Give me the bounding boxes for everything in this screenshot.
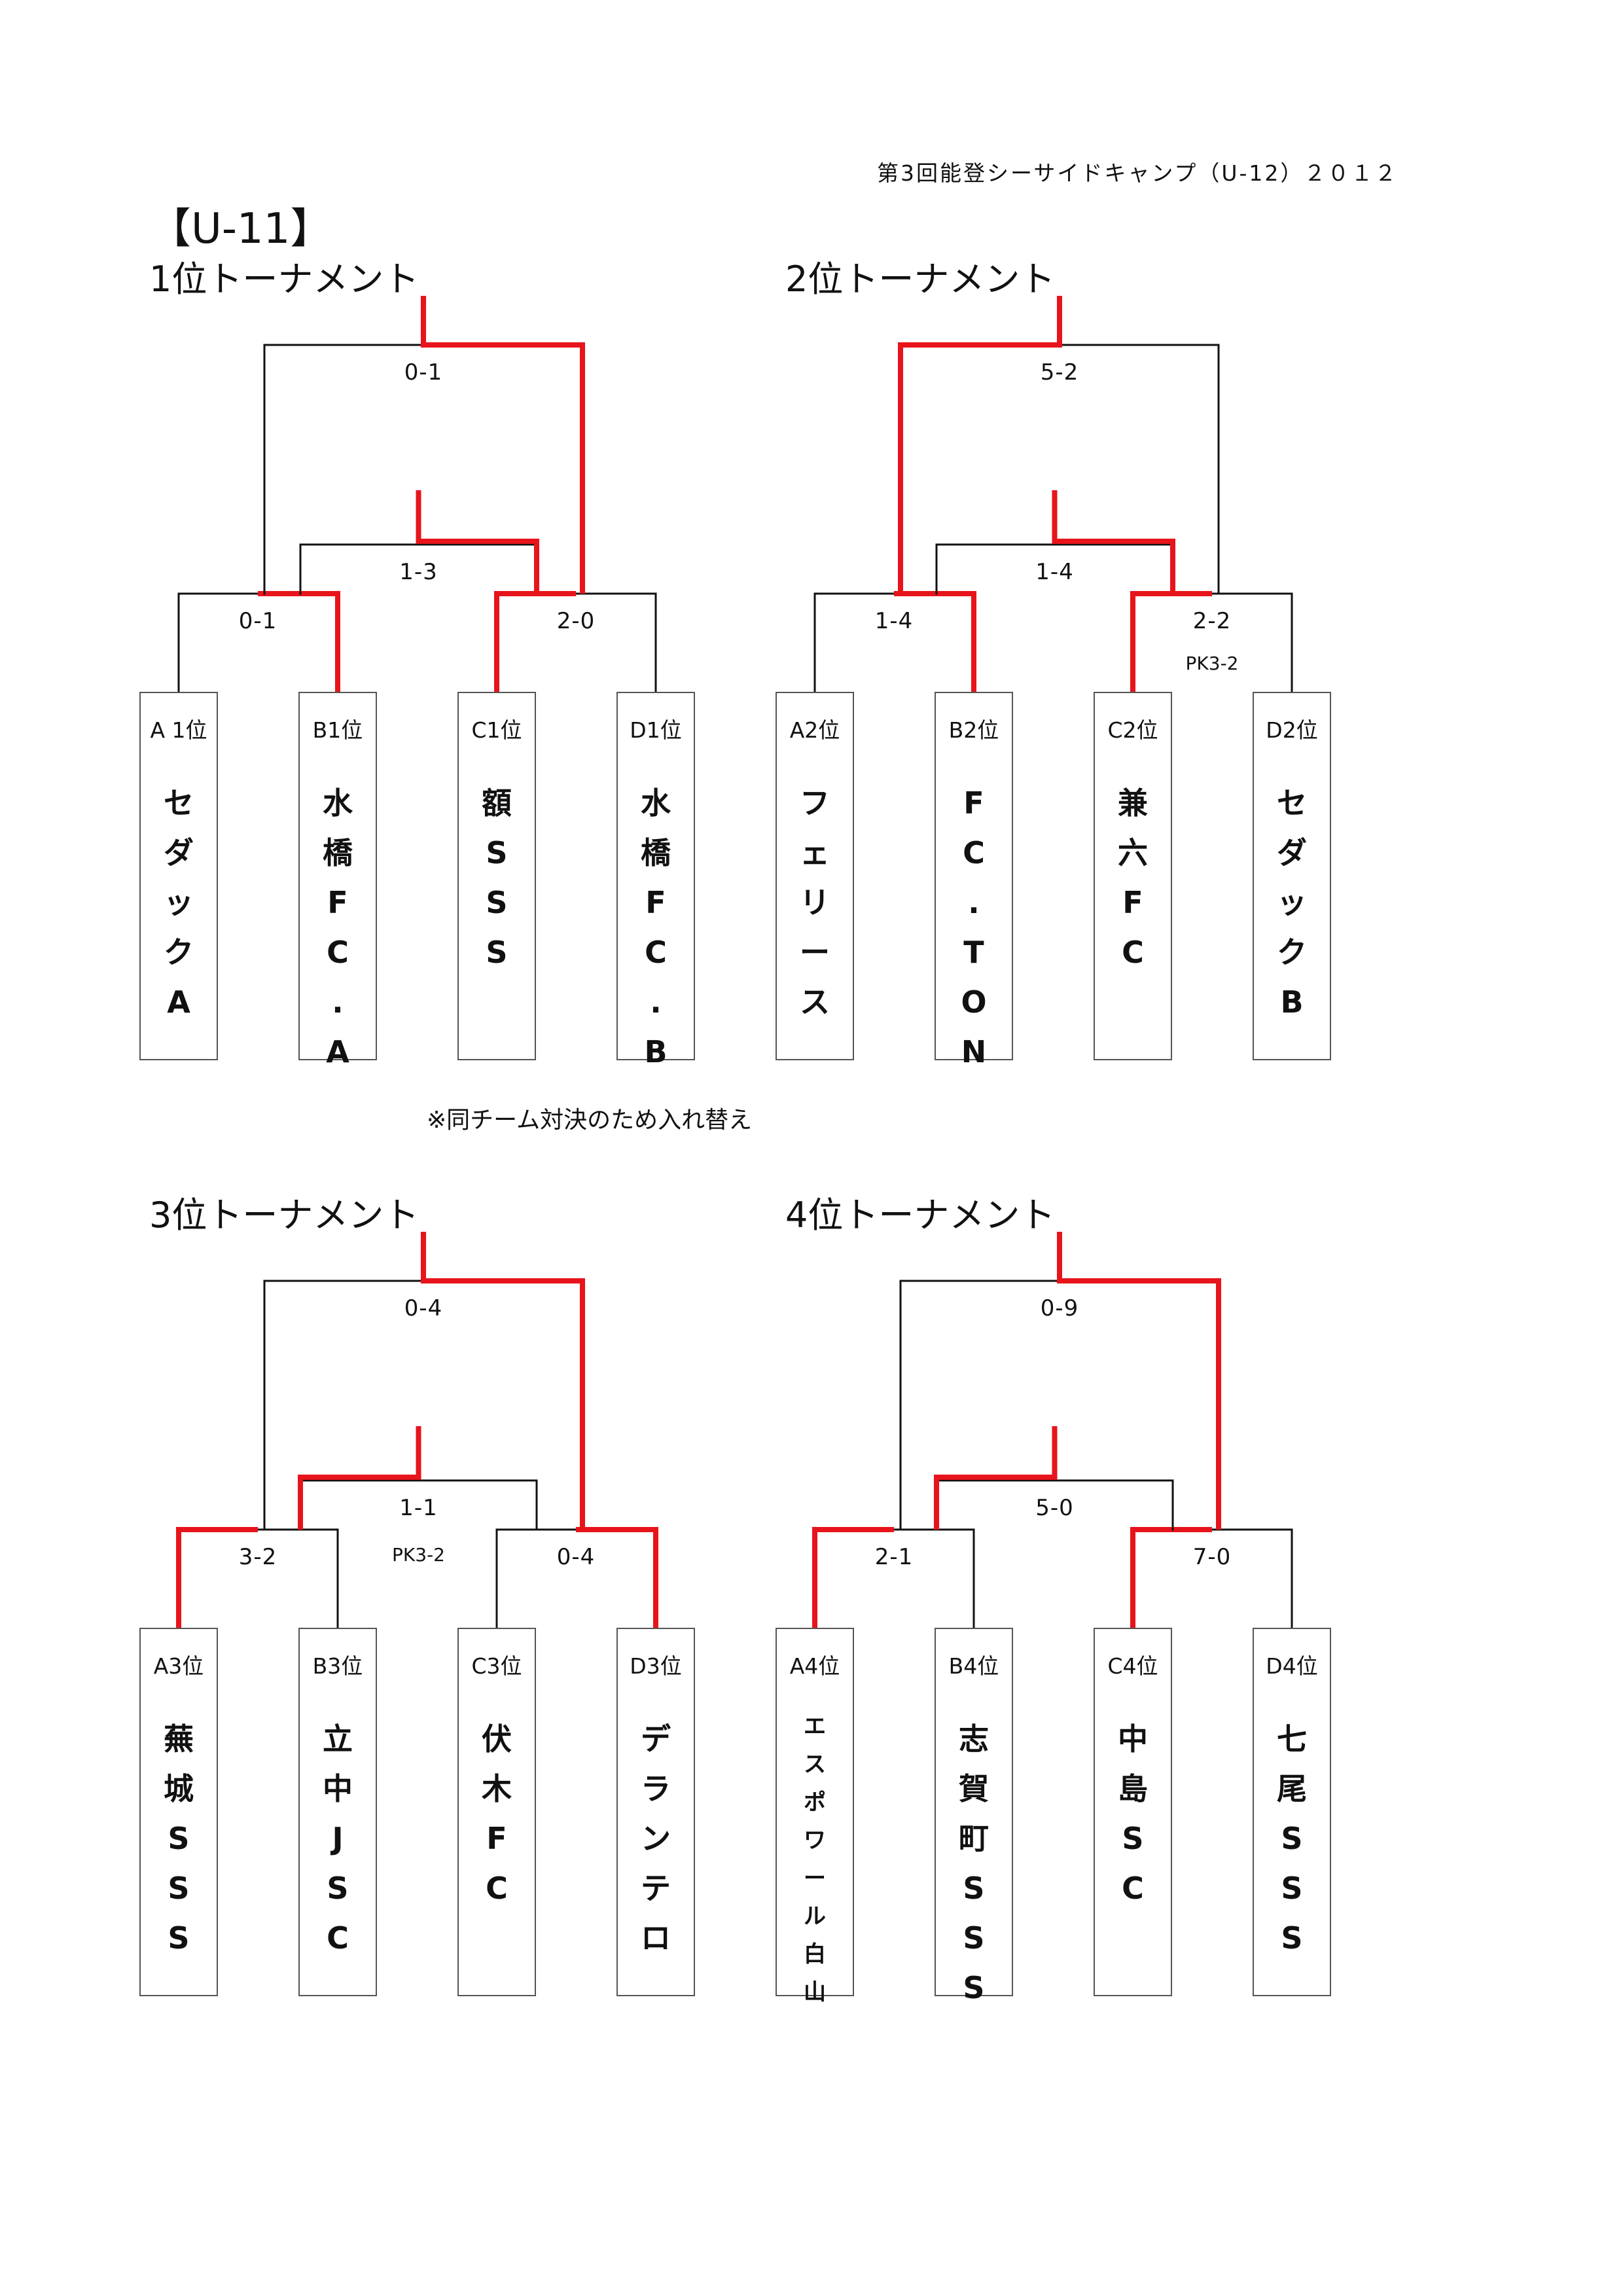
team-name: 水 橋 F C . B — [641, 785, 671, 1069]
bracket-lines — [813, 296, 1293, 693]
final-score: 0-9 — [1040, 1295, 1079, 1321]
team-name: セ ダ ッ ク A — [164, 785, 194, 1020]
team-seed: D1位 — [630, 717, 682, 743]
team-name: 立 中 J S C — [323, 1721, 353, 1956]
team-seed: C1位 — [471, 717, 522, 743]
final-winner-line — [898, 296, 1062, 594]
category-title: 【U-11】 — [149, 205, 332, 253]
bracket-1st-place: 1位トーナメント 0-1 2-0 0-1 1-3 A 1位セ ダ ッ ク A B1位水 橋 … — [139, 250, 830, 1094]
bracket-title: 2位トーナメント — [785, 259, 1056, 300]
team-seed: A4位 — [789, 1653, 840, 1679]
semi-winner-line — [576, 1527, 658, 1628]
team-seed: B3位 — [312, 1653, 363, 1679]
team-box: B4位志 賀 町 S S S — [935, 1628, 1013, 2005]
team-box: D2位セ ダ ッ ク B — [1253, 692, 1331, 1060]
semi-winner-line — [894, 591, 976, 692]
bracket-lines — [177, 296, 657, 693]
team-seed: C2位 — [1107, 717, 1158, 743]
team-name: 志 賀 町 S S S — [959, 1721, 989, 2005]
team-box: D3位デ ラ ン テ ロ — [616, 1628, 695, 1996]
semi-score: 2-1 — [874, 1544, 914, 1570]
team-name: フ ェ リ ー ス — [800, 785, 830, 1020]
third-place-score: 1-3 — [399, 559, 438, 585]
team-box: C1位額 S S S — [457, 692, 536, 1060]
final-winner-line — [1057, 1232, 1221, 1530]
semi-score: 1-4 — [874, 608, 914, 634]
semi-score: 3-2 — [238, 1544, 277, 1570]
semi-winner-line — [176, 1527, 258, 1628]
final-winner-line — [421, 296, 585, 594]
semi-winner-line — [812, 1527, 894, 1628]
team-box: C2位兼 六 F C — [1094, 692, 1172, 1060]
document-header: 第3回能登シーサイドキャンプ（U-12）２０１２ — [877, 160, 1399, 186]
team-name: 七 尾 S S S — [1277, 1721, 1307, 1956]
semi-winner-line — [258, 591, 340, 692]
final-score: 5-2 — [1040, 359, 1079, 386]
third-place-pk: PK3-2 — [392, 1544, 445, 1566]
bracket-title: 1位トーナメント — [149, 259, 419, 300]
team-seed: D4位 — [1266, 1653, 1318, 1679]
team-name: F C . T O N — [961, 785, 987, 1069]
semi-score: 7-0 — [1192, 1544, 1232, 1570]
team-seed: C4位 — [1107, 1653, 1158, 1679]
team-name: 額 S S S — [482, 785, 512, 970]
team-name: 兼 六 F C — [1118, 785, 1148, 970]
team-seed: B4位 — [948, 1653, 999, 1679]
swap-note: ※同チーム対決のため入れ替え — [427, 1107, 753, 1134]
third-place-score: 5-0 — [1035, 1495, 1074, 1521]
semi-score: 2-2 — [1192, 608, 1232, 634]
semi-score: 2-0 — [556, 608, 596, 634]
third-place-score: 1-4 — [1035, 559, 1074, 585]
semi-winner-line — [494, 591, 576, 692]
team-name: 中 島 S C — [1118, 1721, 1148, 1906]
team-seed: C3位 — [471, 1653, 522, 1679]
third-place-winner-line — [934, 1426, 1058, 1530]
team-seed: B1位 — [312, 717, 363, 743]
team-box: A4位エ ス ポ ワ ー ル 白 山 — [776, 1628, 854, 2005]
team-box: A 1位セ ダ ッ ク A — [139, 692, 218, 1060]
team-box: D1位水 橋 F C . B — [616, 692, 695, 1069]
team-name: 伏 木 F C — [482, 1721, 512, 1906]
team-seed: D2位 — [1266, 717, 1318, 743]
team-name: デ ラ ン テ ロ — [641, 1721, 671, 1956]
bracket-lines — [812, 1232, 1293, 1629]
team-name: セ ダ ッ ク B — [1277, 785, 1307, 1020]
team-box: B2位 F C . T O N — [935, 692, 1013, 1069]
team-box: C4位中 島 S C — [1094, 1628, 1172, 1996]
semi-pk: PK3-2 — [1185, 653, 1239, 674]
team-seed: B2位 — [948, 717, 999, 743]
bracket-title: 3位トーナメント — [149, 1194, 419, 1236]
semi-score: 0-1 — [238, 608, 277, 634]
third-place-winner-line — [298, 1426, 421, 1530]
team-box: C3位伏 木 F C — [457, 1628, 536, 1996]
third-place-winner-line — [416, 490, 539, 594]
team-name: 水 橋 F C . A — [323, 785, 353, 1069]
semi-winner-line — [1130, 591, 1212, 692]
team-name: 蕪 城 S S S — [164, 1721, 194, 1956]
third-place-score: 1-1 — [399, 1495, 438, 1521]
team-box: D4位七 尾 S S S — [1253, 1628, 1331, 1996]
semi-winner-line — [1130, 1527, 1212, 1628]
team-seed: D3位 — [630, 1653, 682, 1679]
semi-score: 0-4 — [556, 1544, 596, 1570]
team-box: A3位蕪 城 S S S — [139, 1628, 218, 1996]
team-seed: A3位 — [153, 1653, 204, 1679]
bracket-title: 4位トーナメント — [785, 1194, 1056, 1236]
team-seed: A 1位 — [150, 717, 207, 743]
team-name: エ ス ポ ワ ー ル 白 山 — [804, 1713, 826, 2005]
team-box: A2位フ ェ リ ー ス — [776, 692, 854, 1060]
team-seed: A2位 — [789, 717, 840, 743]
final-score: 0-1 — [404, 359, 443, 386]
final-winner-line — [421, 1232, 585, 1530]
final-score: 0-4 — [404, 1295, 443, 1321]
team-box: B1位水 橋 F C . A — [298, 692, 377, 1069]
third-place-winner-line — [1052, 490, 1175, 594]
bracket-lines — [176, 1232, 658, 1629]
team-box: B3位立 中 J S C — [298, 1628, 377, 1996]
